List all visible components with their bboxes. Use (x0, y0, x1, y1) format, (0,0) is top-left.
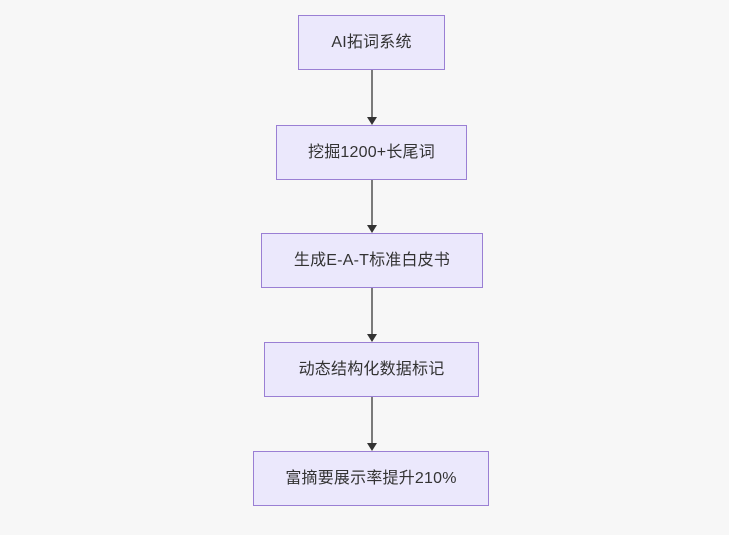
node-label: 挖掘1200+长尾词 (308, 143, 435, 161)
arrowhead-icon (367, 334, 377, 342)
flowchart-node-mine-longtail-keywords[interactable]: 挖掘1200+长尾词 (276, 125, 467, 180)
flowchart-node-generate-eat-whitepaper[interactable]: 生成E-A-T标准白皮书 (261, 233, 483, 288)
flowchart-node-ai-keyword-system[interactable]: AI拓词系统 (298, 15, 445, 70)
node-label: 动态结构化数据标记 (298, 360, 445, 378)
node-label: 生成E-A-T标准白皮书 (293, 251, 451, 269)
edge-line (371, 70, 373, 117)
edge-line (371, 180, 373, 225)
node-label: AI拓词系统 (331, 33, 412, 51)
arrowhead-icon (367, 225, 377, 233)
flowchart-node-dynamic-structured-data-markup[interactable]: 动态结构化数据标记 (264, 342, 479, 397)
edge-line (371, 397, 373, 443)
edge-line (371, 288, 373, 334)
node-label: 富摘要展示率提升210% (285, 469, 457, 487)
flowchart-node-rich-snippet-impression-lift[interactable]: 富摘要展示率提升210% (253, 451, 489, 506)
arrowhead-icon (367, 117, 377, 125)
arrowhead-icon (367, 443, 377, 451)
